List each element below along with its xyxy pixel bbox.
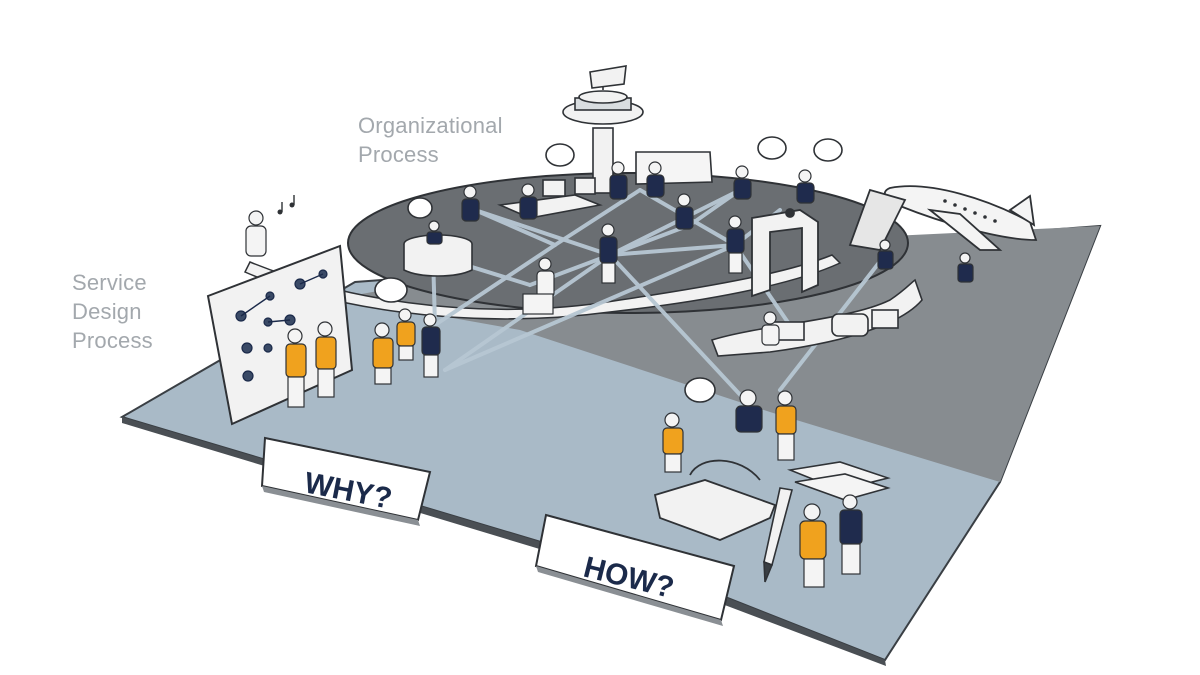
music-notes-icon — [277, 195, 295, 215]
control-tower — [562, 65, 644, 194]
toolbox — [653, 459, 777, 541]
journey-wall — [206, 244, 354, 426]
organization-staff — [421, 161, 974, 575]
organizational-label-line-2: Process — [358, 142, 439, 167]
service-design-label-line-3: Process — [72, 328, 153, 353]
service-design-label-line-1: Service — [72, 270, 147, 295]
service-design-label-line-2: Design — [72, 299, 142, 324]
organizational-label-line-1: Organizational — [358, 113, 503, 138]
airplane — [848, 185, 1038, 251]
speech-bubbles — [374, 136, 843, 403]
designers — [285, 308, 827, 588]
why-sign: WHY? — [260, 436, 432, 526]
giant-pencil — [763, 487, 793, 583]
organizational-process-label: Organizational Process — [358, 111, 503, 169]
travellers — [245, 210, 780, 346]
how-sign: HOW? — [534, 513, 736, 626]
paper-stack — [787, 461, 891, 501]
service-design-process-label: Service Design Process — [72, 268, 153, 355]
security-gate — [751, 208, 819, 298]
